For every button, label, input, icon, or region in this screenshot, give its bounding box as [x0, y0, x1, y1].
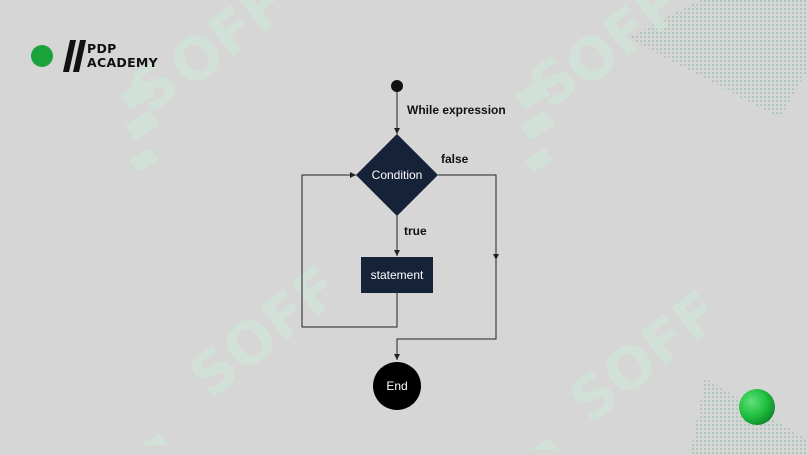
true-label: true: [404, 224, 427, 238]
logo-slash-icon-2: [73, 40, 86, 72]
start-node: [391, 80, 403, 92]
start-label: While expression: [407, 103, 506, 117]
green-ball: [739, 389, 775, 425]
end-label: End: [386, 379, 408, 393]
false-to-end-line: [394, 260, 497, 360]
statement-box: [361, 257, 433, 293]
connectors: [301, 86, 499, 360]
statement-label: statement: [370, 268, 424, 282]
logo-text: PDP ACADEMY: [87, 42, 158, 70]
logo-line-1: PDP: [87, 41, 117, 56]
dotted-triangle-top-right: [628, 0, 808, 118]
svg-text:SOFF: SOFF: [177, 253, 353, 411]
logo-slash-icon: [63, 40, 76, 72]
false-label: false: [441, 152, 469, 166]
false-path-line: [438, 174, 499, 260]
end-node: [373, 362, 421, 410]
decision-label: Condition: [371, 168, 423, 182]
logo-line-2: ACADEMY: [87, 55, 159, 70]
decision-diamond: [356, 134, 438, 216]
loop-back-line: [301, 172, 398, 328]
logo-dot-icon: [31, 45, 53, 67]
